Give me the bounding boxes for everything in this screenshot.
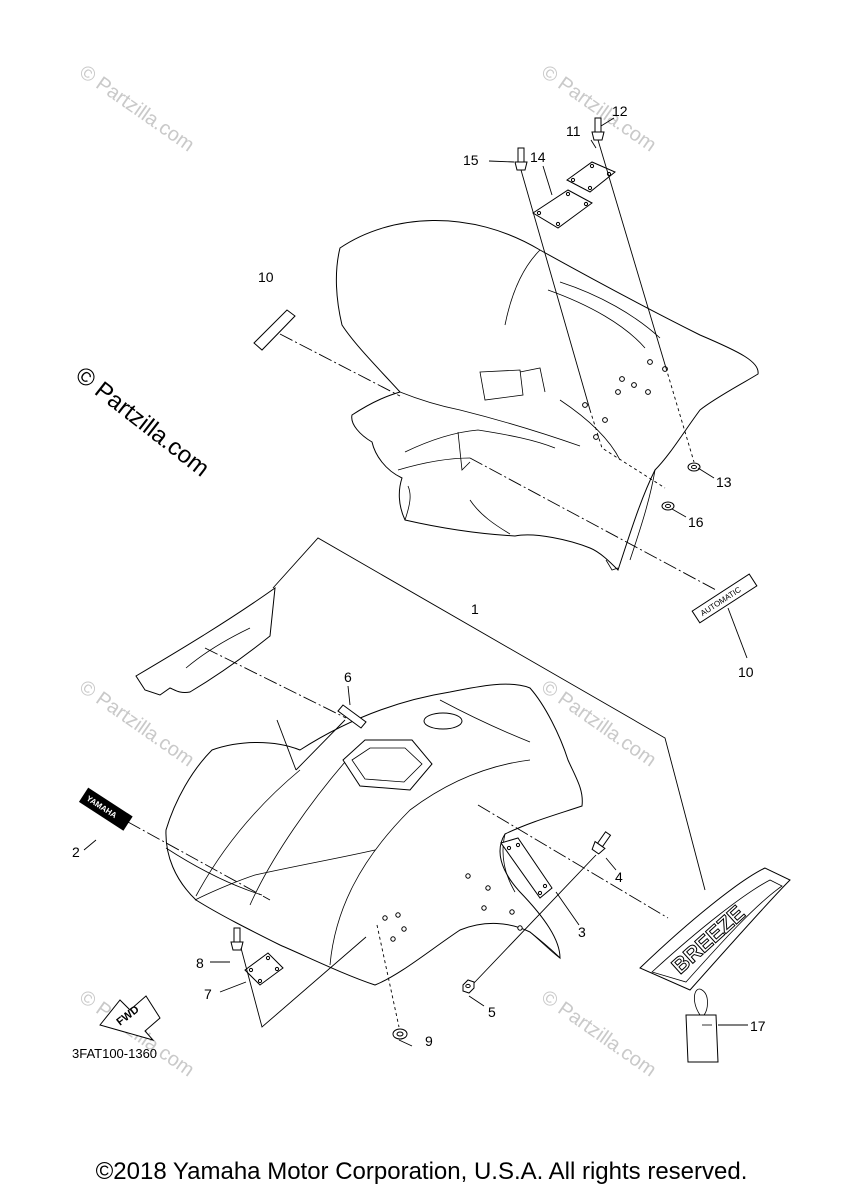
mount-hole xyxy=(645,389,651,395)
callout-5: 5 xyxy=(488,1004,496,1020)
mount-hole xyxy=(593,434,599,440)
callout-1: 1 xyxy=(471,601,479,617)
tag-17 xyxy=(685,988,719,1063)
watermark-large: © Partzilla.com xyxy=(70,361,214,482)
plate-14 xyxy=(532,189,593,229)
plate-7 xyxy=(244,952,284,986)
plate-3 xyxy=(500,837,553,899)
mount-hole xyxy=(390,936,396,942)
mount-hole xyxy=(647,359,653,365)
rivet-4 xyxy=(591,831,612,855)
rivet-12 xyxy=(591,117,605,141)
callout-10-lower: 10 xyxy=(738,664,754,680)
mount-hole xyxy=(395,912,401,918)
yamaha-decal: YAMAHA xyxy=(78,787,133,831)
callout-17: 17 xyxy=(750,1018,766,1034)
callout-11: 11 xyxy=(566,123,581,139)
callout-8: 8 xyxy=(196,955,204,971)
mount-hole xyxy=(615,389,621,395)
grommet-13 xyxy=(687,462,701,472)
fwd-arrow: FWD xyxy=(99,995,161,1041)
copyright-notice: ©2018 Yamaha Motor Corporation, U.S.A. A… xyxy=(95,1158,748,1185)
lower-leaders xyxy=(83,537,748,1047)
callout-2: 2 xyxy=(72,844,80,860)
front-fender xyxy=(165,683,583,986)
mount-hole xyxy=(582,402,588,408)
callout-7: 7 xyxy=(204,986,212,1002)
callout-12: 12 xyxy=(612,103,628,119)
rear-fender xyxy=(335,220,759,571)
mount-hole xyxy=(401,926,407,932)
rivet-15 xyxy=(514,147,528,171)
callout-15: 15 xyxy=(463,152,479,168)
callout-6: 6 xyxy=(344,669,352,685)
automatic-decal: AUTOMATIC xyxy=(691,573,758,624)
callout-14: 14 xyxy=(530,149,546,165)
watermark-text: © Partzilla.com xyxy=(537,986,660,1081)
grommet-16 xyxy=(661,501,675,511)
front-side-panel xyxy=(135,586,276,696)
callout-3: 3 xyxy=(578,924,586,940)
diagram-code: 3FAT100-1360 xyxy=(72,1046,157,1061)
callout-16: 16 xyxy=(688,514,704,530)
callout-4: 4 xyxy=(615,869,623,885)
callout-9: 9 xyxy=(425,1033,433,1049)
mount-hole xyxy=(631,382,637,388)
mount-hole xyxy=(485,885,491,891)
plate-11 xyxy=(566,161,616,193)
decal-6-strip xyxy=(337,704,367,729)
callout-10-upper: 10 xyxy=(258,269,274,285)
mount-hole xyxy=(509,909,515,915)
fuel-cap-hole xyxy=(423,712,463,730)
watermark-text: © Partzilla.com xyxy=(75,61,198,156)
mount-hole xyxy=(517,925,523,931)
decal-10-strip xyxy=(253,309,296,351)
callout-13: 13 xyxy=(716,474,732,490)
grommet-9 xyxy=(392,1028,408,1040)
breeze-emblem: BREEZE xyxy=(639,867,791,991)
callouts: 1 2 3 4 5 6 7 8 9 10 10 11 12 13 14 15 1… xyxy=(72,103,766,1049)
mount-hole xyxy=(602,417,608,423)
upper-leaders xyxy=(279,117,748,659)
mount-hole xyxy=(465,873,471,879)
mount-hole xyxy=(382,915,388,921)
automatic-decal-text: AUTOMATIC xyxy=(699,585,743,618)
rivet-8 xyxy=(230,927,244,951)
nut-5 xyxy=(462,979,475,994)
mount-hole xyxy=(619,376,625,382)
mount-hole xyxy=(481,905,487,911)
